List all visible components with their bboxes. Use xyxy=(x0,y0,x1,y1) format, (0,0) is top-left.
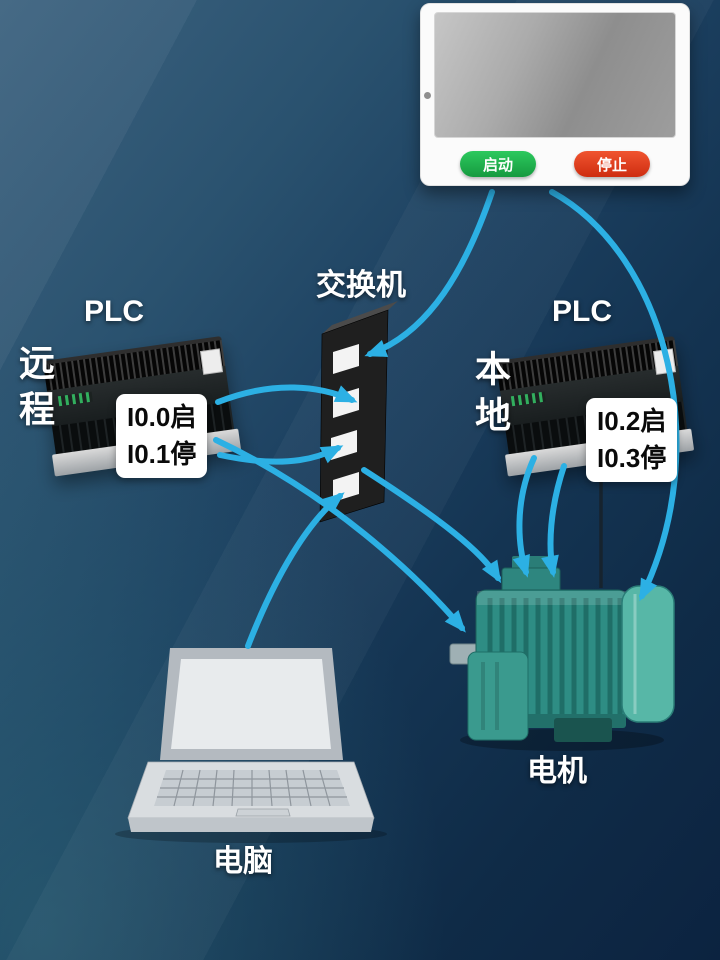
local-plc-title: PLC xyxy=(552,295,612,328)
motor-front-plate xyxy=(467,651,529,741)
local-plc-io-label: I0.2启 I0.3停 xyxy=(586,398,678,482)
motor-foot xyxy=(554,718,612,742)
arrow-hmi-to-switch xyxy=(364,189,495,357)
motor-end-cap xyxy=(621,585,675,723)
laptop-touchpad xyxy=(235,808,291,817)
laptop xyxy=(115,648,387,843)
switch-top-face xyxy=(322,301,398,334)
hmi-start-button[interactable]: 启动 xyxy=(460,151,536,177)
io-start-address: I0.2启 xyxy=(597,406,667,436)
remote-plc-io-label: I0.0启 I0.1停 xyxy=(116,394,208,478)
network-switch xyxy=(319,301,398,523)
arrow-switch-to-motor xyxy=(361,467,502,584)
io-stop-address: I0.1停 xyxy=(127,439,197,469)
hmi-button-row: 启动 停止 xyxy=(421,151,689,177)
motor-device xyxy=(449,556,675,751)
arrow-computer-to-switch-port4 xyxy=(245,492,345,649)
hmi-screen xyxy=(434,12,676,138)
switch-port-1 xyxy=(333,344,359,374)
hmi-panel: 启动 停止 xyxy=(420,3,690,186)
hmi-camera-dot xyxy=(424,92,431,99)
laptop-screen xyxy=(171,659,331,749)
arrow-hmi-to-motor xyxy=(549,189,680,602)
connection-arrows xyxy=(213,189,680,649)
local-role-label: 本地 xyxy=(470,350,511,442)
computer-label: 电脑 xyxy=(213,845,273,878)
motor-highlight xyxy=(477,591,627,605)
arrow-local-plc-to-motor-1 xyxy=(512,455,537,578)
motor-label: 电机 xyxy=(527,755,587,788)
switch-title: 交换机 xyxy=(316,269,406,302)
laptop-key-grid xyxy=(157,769,347,807)
laptop-front-lip xyxy=(128,818,374,832)
hmi-stop-button[interactable]: 停止 xyxy=(574,151,650,177)
remote-role-label: 远程 xyxy=(14,344,55,436)
arrow-remote-plc-to-motor xyxy=(213,437,466,633)
remote-plc-title: PLC xyxy=(84,295,144,328)
arrow-remote-plc-to-switch-port3 xyxy=(217,445,344,465)
motor-front-plate-ridges xyxy=(481,662,499,730)
io-stop-address: I0.3停 xyxy=(597,443,667,473)
arrow-local-plc-to-motor-2 xyxy=(541,463,567,578)
io-start-address: I0.0启 xyxy=(127,402,197,432)
arrow-remote-plc-to-switch-port2 xyxy=(215,384,358,405)
